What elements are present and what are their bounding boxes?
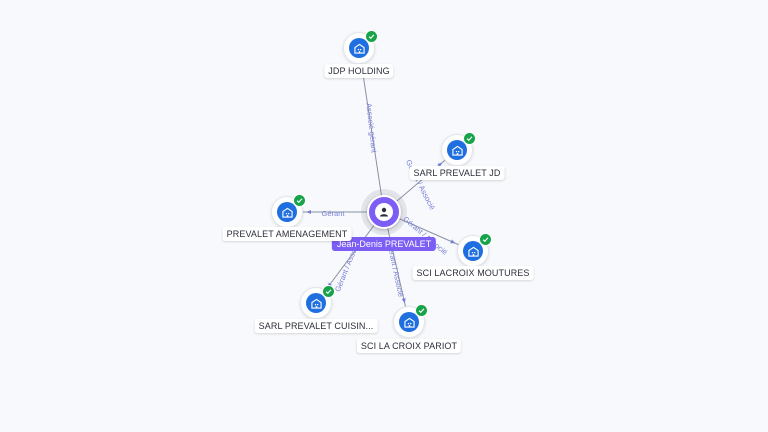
company-node-jdp[interactable]: [343, 30, 378, 64]
building-icon: [349, 38, 369, 58]
company-node-cuisine[interactable]: [300, 285, 335, 319]
edge-arrow-amenagement: [306, 210, 311, 214]
verified-check-icon: [479, 233, 492, 246]
building-icon: [463, 241, 483, 261]
edge-arrow-sarl_jd: [437, 162, 443, 168]
edge-pariot: [383, 211, 410, 323]
company-node-amenagement[interactable]: [271, 194, 306, 228]
edge-label-amenagement: Gérant: [322, 209, 346, 218]
edge-arrow-lacroix: [450, 239, 456, 244]
edge-label-jdp: Associé-gérant: [364, 103, 378, 155]
company-node-circle: [441, 132, 476, 166]
company-node-lacroix[interactable]: [457, 233, 492, 267]
verified-check-icon: [415, 304, 428, 317]
company-node-circle: [343, 30, 378, 64]
building-icon: [447, 140, 467, 160]
verified-check-icon: [463, 132, 476, 145]
company-node-circle: [393, 304, 428, 338]
company-node-pariot[interactable]: [393, 304, 428, 338]
company-label-jdp[interactable]: JDP HOLDING: [324, 64, 394, 78]
building-icon: [399, 312, 419, 332]
person-icon: [375, 203, 393, 221]
center-person-node[interactable]: [367, 195, 401, 229]
building-icon: [277, 202, 297, 222]
company-node-sarl_jd[interactable]: [441, 132, 476, 166]
company-node-circle: [300, 285, 335, 319]
center-person-label[interactable]: Jean-Denis PREVALET: [331, 237, 437, 251]
company-node-circle: [271, 194, 306, 228]
building-icon: [306, 293, 326, 313]
company-label-pariot[interactable]: SCI LA CROIX PARIOT: [356, 339, 462, 353]
edge-arrow-pariot: [401, 298, 406, 304]
company-label-cuisine[interactable]: SARL PREVALET CUISIN...: [254, 319, 378, 333]
company-label-sarl_jd[interactable]: SARL PREVALET JD: [409, 166, 505, 180]
verified-check-icon: [293, 194, 306, 207]
company-label-lacroix[interactable]: SCI LACROIX MOUTURES: [412, 266, 534, 280]
company-label-amenagement[interactable]: PREVALET AMENAGEMENT: [222, 227, 352, 241]
company-node-circle: [457, 233, 492, 267]
verified-check-icon: [365, 30, 378, 43]
verified-check-icon: [322, 285, 335, 298]
